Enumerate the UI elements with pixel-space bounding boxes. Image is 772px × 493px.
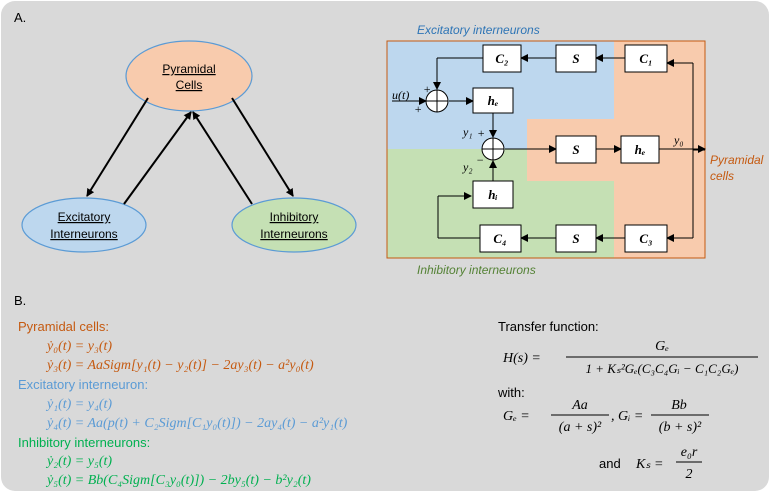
gi-lhs: , Gᵢ = <box>611 409 643 424</box>
panel-b-label: B. <box>14 293 26 308</box>
block-c2: C₂ <box>482 44 522 73</box>
svg-text:C₁: C₁ <box>639 51 652 66</box>
inhibitory-interneurons-node: Inhibitory Interneurons <box>231 197 357 253</box>
excitatory-node-line1: Excitatory <box>58 210 111 224</box>
summing-junction-pyramidal <box>481 137 505 161</box>
pyramidal-eq2: ẏ₃(t) = AaSigm[y₁(t) − y₂(t)] − 2ay₃(t) … <box>45 358 314 373</box>
ks-lhs: Kₛ = <box>635 457 664 472</box>
block-hi: hᵢ <box>472 180 514 209</box>
pyramidal-title: Pyramidal cells: <box>18 319 109 334</box>
excitatory-equations: Excitatory interneuron: ẏ₁(t) = y₄(t) ẏ₄… <box>18 377 348 431</box>
svg-text:S: S <box>572 231 579 246</box>
block-he-excitatory: hₑ <box>472 87 514 114</box>
pyramidal-node-line2: Cells <box>176 78 203 92</box>
inhibitory-eq2: ẏ₅(t) = Bb(C₄Sigm[C₃y₀(t)]) − 2by₅(t) − … <box>45 473 311 488</box>
svg-text:C₃: C₃ <box>639 231 652 246</box>
block-c3: C₃ <box>624 224 668 253</box>
block-diagram: Excitatory interneurons Inhibitory inter… <box>386 23 764 277</box>
pyramidal-equations: Pyramidal cells: ẏ₀(t) = y₃(t) ẏ₃(t) = A… <box>18 319 314 373</box>
svg-text:hₑ: hₑ <box>635 142 646 157</box>
svg-text:C₂: C₂ <box>495 51 508 66</box>
signal-y1: y₁ <box>462 125 473 139</box>
inhibitory-region-label: Inhibitory interneurons <box>417 263 536 277</box>
ks-denominator: 2 <box>686 467 693 482</box>
sign-minus-y2: − <box>476 153 484 167</box>
and-label: and <box>599 456 621 471</box>
block-c1: C₁ <box>624 44 668 73</box>
transfer-denominator: 1 + Kₛ²Gₑ(C₃C₄Gᵢ − C₁C₂Gₑ) <box>586 361 739 376</box>
sign-plus-y1: + <box>477 126 485 140</box>
population-connections <box>86 97 294 205</box>
block-sigmoid-bottom: S <box>555 224 597 253</box>
signal-y2: y₂ <box>462 160 473 174</box>
excitatory-interneurons-node: Excitatory Interneurons <box>21 197 147 253</box>
svg-text:hₑ: hₑ <box>488 93 499 108</box>
transfer-numerator: Gₑ <box>655 339 669 354</box>
signal-lines <box>392 54 706 242</box>
block-sigmoid-top: S <box>555 44 597 73</box>
block-sigmoid-middle: S <box>555 135 597 164</box>
block-c4: C₄ <box>479 224 522 253</box>
svg-text:S: S <box>572 142 579 157</box>
transfer-function: Transfer function: H(s) = Gₑ 1 + Kₛ²Gₑ(C… <box>497 319 758 482</box>
pyramidal-node-line1: Pyramidal <box>162 62 215 76</box>
gi-numerator: Bb <box>671 398 687 413</box>
inhibitory-node-line2: Interneurons <box>260 227 327 241</box>
svg-text:C₄: C₄ <box>493 231 506 246</box>
excitatory-region-label: Excitatory interneurons <box>417 23 540 37</box>
ge-denominator: (a + s)² <box>559 420 602 435</box>
signal-y0: y₀ <box>673 133 684 147</box>
excitatory-node-line2: Interneurons <box>50 227 117 241</box>
gi-denominator: (b + s)² <box>659 420 702 435</box>
ge-lhs: Gₑ = <box>503 409 530 424</box>
transfer-lhs: H(s) = <box>502 351 541 366</box>
arrow-inhibitory-to-pyramidal <box>192 111 253 205</box>
arrow-pyramidal-to-excitatory <box>86 97 149 197</box>
with-label: with: <box>497 385 525 400</box>
inhibitory-equations: Inhibitory interneurons: ẏ₂(t) = y₅(t) ẏ… <box>18 435 311 488</box>
transfer-title: Transfer function: <box>498 319 599 334</box>
svg-text:S: S <box>572 51 579 66</box>
summing-junction-excitatory <box>425 89 449 113</box>
pyramidal-region-label-line2: cells <box>710 169 734 183</box>
svg-text:hᵢ: hᵢ <box>488 187 497 202</box>
ge-numerator: Aa <box>571 398 588 413</box>
pyramidal-region-label-line1: Pyramidal <box>710 153 764 167</box>
excitatory-eq1: ẏ₁(t) = y₄(t) <box>45 397 112 412</box>
block-he-pyramidal: hₑ <box>620 135 660 164</box>
inhibitory-node-line1: Inhibitory <box>270 210 319 224</box>
pyramidal-cells-node: Pyramidal Cells <box>125 40 253 112</box>
inhibitory-title: Inhibitory interneurons: <box>18 435 150 450</box>
ks-numerator: e₀r <box>681 445 698 460</box>
inhibitory-eq1: ẏ₂(t) = y₅(t) <box>45 454 112 469</box>
excitatory-title: Excitatory interneuron: <box>18 377 148 392</box>
sign-plus-input: + <box>414 102 422 116</box>
excitatory-eq2: ẏ₄(t) = Aa(p(t) + C₂Sigm[C₁y₀(t)]) − 2ay… <box>45 416 348 431</box>
panel-a-label: A. <box>14 10 26 25</box>
sign-plus-feedback: + <box>423 82 431 96</box>
signal-u: u(t) <box>392 88 409 102</box>
pyramidal-eq1: ẏ₀(t) = y₃(t) <box>45 339 112 354</box>
arrow-pyramidal-to-inhibitory <box>231 97 294 197</box>
arrow-excitatory-to-pyramidal <box>123 111 192 205</box>
